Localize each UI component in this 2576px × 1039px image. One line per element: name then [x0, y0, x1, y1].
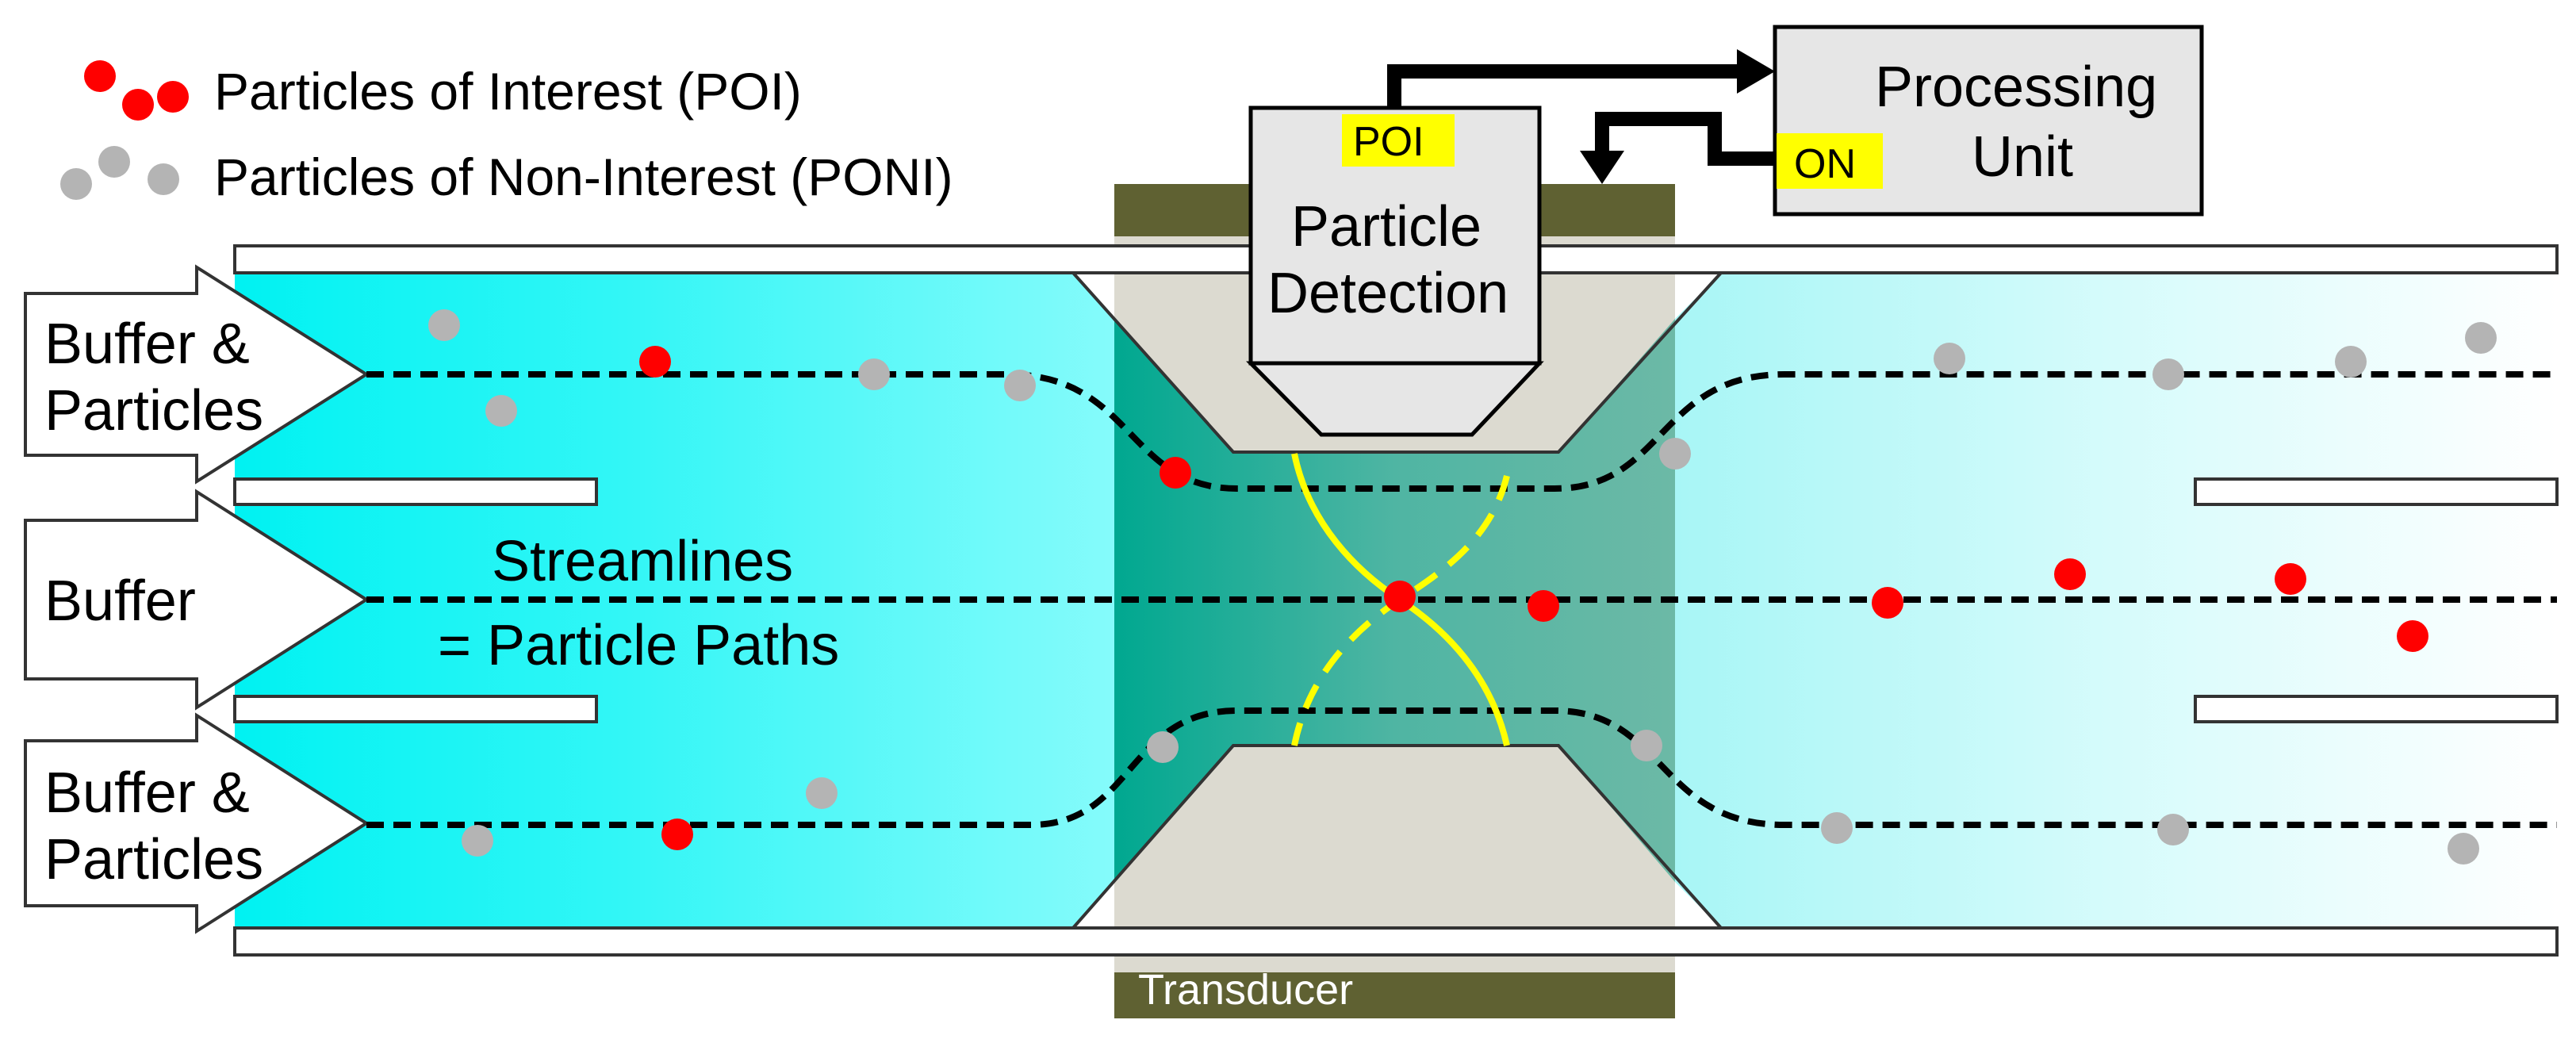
- poi-particle: [2397, 620, 2428, 652]
- inlet-top-label-line1: Buffer &: [44, 312, 250, 376]
- poi-tag: POI: [1353, 119, 1424, 165]
- poni-particle: [1004, 370, 1036, 401]
- poni-particle: [1821, 812, 1853, 844]
- poni-particle: [1934, 343, 1965, 374]
- poni-particle: [485, 395, 517, 427]
- on-tag: ON: [1794, 141, 1856, 187]
- poni-particle: [2157, 814, 2189, 845]
- legend-poi-icon: [157, 81, 189, 113]
- legend-poi-icon: [122, 89, 154, 121]
- poi-particle: [2275, 563, 2306, 595]
- processing-unit-label-line1: Processing: [1875, 56, 2157, 119]
- transducer-label: Transducer: [1138, 966, 1353, 1014]
- legend-poi-label: Particles of Interest (POI): [214, 62, 802, 121]
- poni-particle: [806, 777, 838, 809]
- poi-particles: [639, 346, 2428, 850]
- control-signal-arrowhead: [1580, 151, 1624, 184]
- legend-poi-icon: [84, 60, 116, 92]
- poi-particle: [1872, 587, 1903, 619]
- inlet-middle-label: Buffer: [44, 569, 196, 633]
- poni-particles: [428, 309, 2497, 865]
- detection-signal-line: [1387, 64, 1737, 108]
- legend: Particles of Interest (POI) Particles of…: [60, 60, 953, 206]
- poni-particle: [1631, 730, 1662, 761]
- poi-particle: [2054, 558, 2086, 590]
- right-fluid-region: [1675, 273, 2557, 928]
- poni-particle: [2448, 833, 2479, 865]
- streamlines-label-line1: Streamlines: [492, 530, 793, 593]
- inlet-arrow-bottom: [24, 712, 370, 934]
- control-signal-line: [1595, 112, 1777, 166]
- streamline-top: [366, 371, 2557, 492]
- poi-tag-highlight: [1342, 114, 1455, 167]
- particle-detection-lens: [1246, 361, 1544, 437]
- inlet-arrow-middle: [24, 489, 370, 711]
- processing-unit-label-line2: Unit: [1972, 125, 2073, 189]
- inlet-bottom-label-line2: Particles: [44, 828, 263, 891]
- poi-particle: [1528, 590, 1559, 622]
- poni-particle: [858, 358, 890, 390]
- poi-particle: [1160, 457, 1191, 489]
- inlet-divider-bottom: [233, 695, 598, 723]
- legend-poni-label: Particles of Non-Interest (PONI): [214, 148, 953, 206]
- legend-poni-icon: [98, 146, 130, 178]
- constriction-top-edge: [1071, 271, 1723, 454]
- on-tag-highlight: [1777, 133, 1883, 189]
- streamlines-label-line2: = Particle Paths: [438, 614, 839, 677]
- inlet-arrow-top: [24, 264, 370, 485]
- poi-particle: [661, 819, 693, 850]
- poi-particle: [639, 346, 671, 378]
- outlet-divider-bottom: [2194, 695, 2559, 723]
- outlet-divider-top: [2194, 477, 2559, 506]
- channel-bottom-wall: [233, 926, 2559, 957]
- legend-poni-icon: [60, 168, 92, 200]
- constriction-bottom-edge: [1071, 744, 1723, 930]
- poni-particle: [1147, 731, 1179, 763]
- particle-detection-label-line1: Particle: [1291, 195, 1482, 259]
- signal-arrows: [1387, 49, 1777, 184]
- particle-detection-label-line2: Detection: [1267, 262, 1508, 325]
- poni-particle: [2335, 346, 2367, 378]
- streamline-bottom: [366, 707, 2557, 828]
- inlet-bottom-label-line1: Buffer &: [44, 761, 250, 825]
- poni-particle: [2152, 358, 2184, 390]
- poni-particle: [428, 309, 460, 341]
- poni-particle: [2465, 322, 2497, 354]
- legend-poni-icon: [148, 163, 179, 195]
- poni-particle: [1659, 438, 1691, 470]
- detection-signal-arrowhead: [1737, 49, 1775, 94]
- poni-particle: [462, 825, 493, 857]
- inlet-divider-top: [233, 477, 598, 506]
- poi-particle: [1384, 581, 1416, 612]
- inlet-top-label-line2: Particles: [44, 379, 263, 443]
